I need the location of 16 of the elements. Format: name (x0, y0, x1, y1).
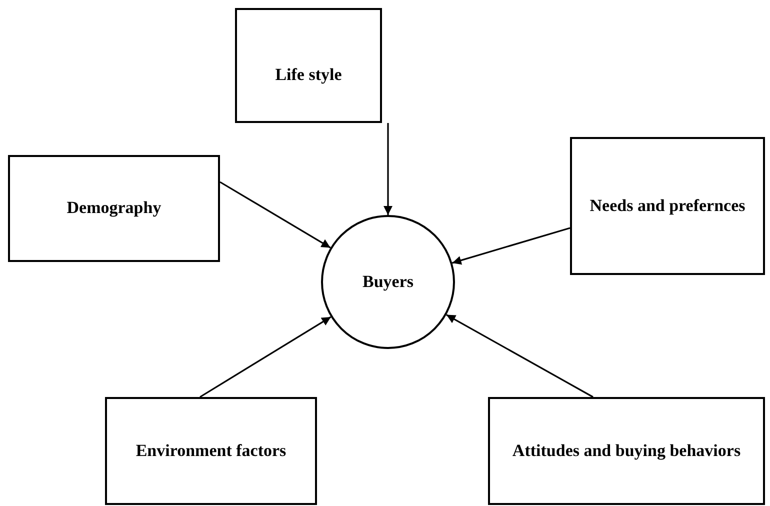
node-label: Life style (275, 64, 342, 86)
arrow (220, 181, 331, 248)
arrow (452, 227, 570, 265)
process-box (8, 155, 220, 262)
node-label: Environment factors (136, 440, 286, 462)
node-label: Attitudes and buying behaviors (512, 440, 741, 462)
node-label: Demography (66, 197, 162, 220)
arrow (446, 314, 594, 398)
process-box (235, 8, 382, 123)
process-box (105, 397, 317, 505)
arrow (384, 123, 392, 215)
arrow (200, 316, 332, 398)
node-label: Buyers (362, 270, 414, 293)
node-label: Needs and prefernces (590, 194, 746, 217)
process-box (488, 397, 765, 505)
process-box (570, 137, 765, 275)
